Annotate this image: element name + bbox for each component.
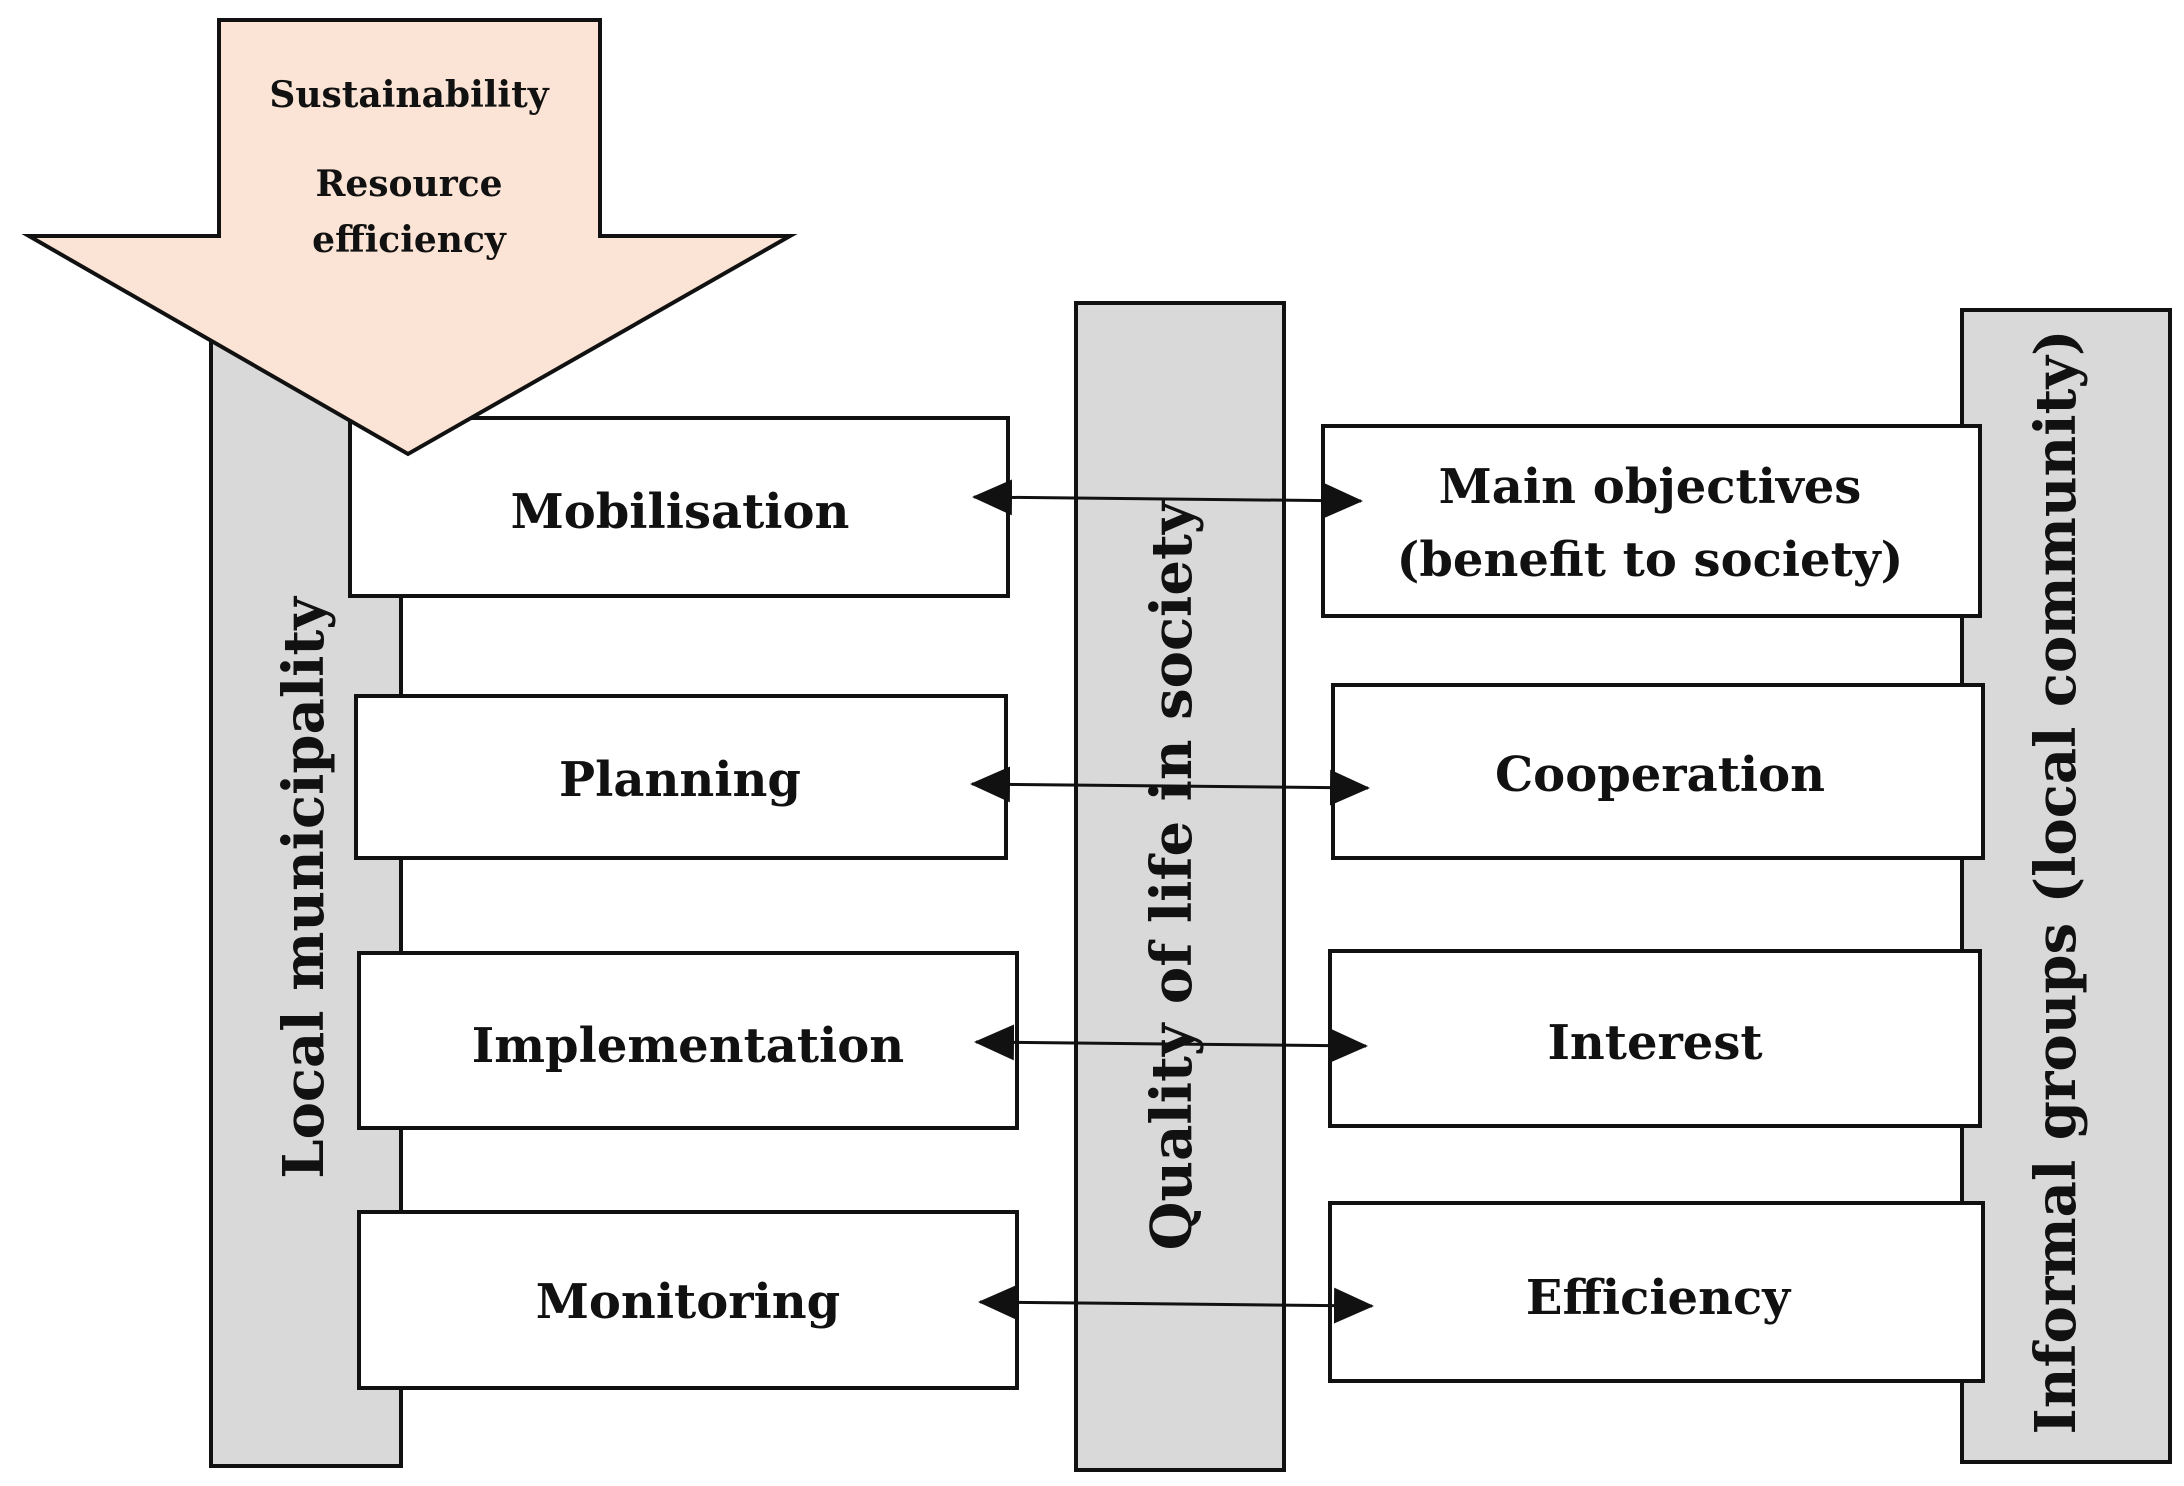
box-main-objectives-label-line2: (benefit to society)	[1397, 532, 1904, 588]
box-mobilisation-label: Mobilisation	[511, 484, 850, 540]
box-monitoring-label: Monitoring	[536, 1274, 840, 1330]
box-implementation-label: Implementation	[472, 1018, 904, 1074]
box-efficiency	[1328, 1201, 1985, 1383]
box-main-objectives-label-line1: Main objectives	[1439, 459, 1862, 515]
box-planning-label: Planning	[559, 752, 801, 808]
bar-informal-groups	[1960, 308, 2172, 1464]
connector-arrow-4	[978, 1284, 1374, 1324]
arrow-label-efficiency: efficiency	[312, 219, 507, 261]
bar-local-municipality-label: Local municipality	[271, 596, 337, 1179]
connector-arrow-3	[974, 1024, 1368, 1064]
box-planning	[354, 694, 1008, 860]
connector-arrow-1	[972, 479, 1363, 519]
box-main-objectives	[1321, 424, 1982, 618]
sustainability-block-arrow	[21, 18, 798, 457]
box-cooperation-label: Cooperation	[1495, 747, 1825, 803]
arrow-label-sustainability: Sustainability	[269, 74, 549, 116]
box-interest-label: Interest	[1547, 1015, 1762, 1071]
box-monitoring	[357, 1210, 1019, 1390]
bar-quality-of-life-label: Quality of life in society	[1139, 500, 1205, 1250]
box-implementation	[357, 951, 1019, 1130]
box-mobilisation	[348, 416, 1010, 598]
connector-arrow-2	[970, 766, 1370, 806]
box-efficiency-label: Efficiency	[1526, 1270, 1792, 1326]
box-interest	[1328, 949, 1982, 1128]
arrow-label-resource: Resource	[315, 163, 502, 205]
bar-informal-groups-label: Informal groups (local community)	[2023, 330, 2089, 1435]
